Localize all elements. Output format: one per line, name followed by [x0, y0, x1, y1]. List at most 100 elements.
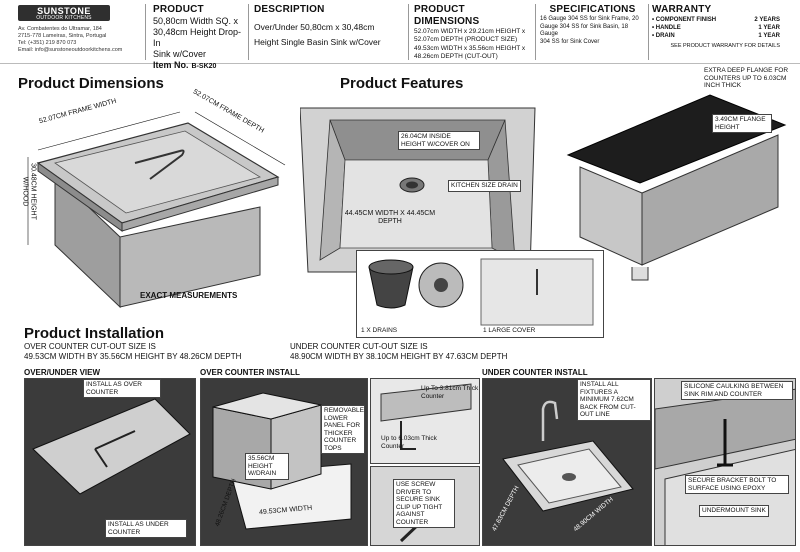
height-drain-callout: 35.56cm HEIGHT W/DRAIN [245, 453, 289, 480]
flange-height-callout: 3.49cm FLANGE HEIGHT [712, 114, 772, 133]
drain-parts-drawing [368, 259, 464, 309]
email-line: Email: info@sunstoneoutdoorkitchens.com [18, 47, 123, 53]
faucet-icon [541, 400, 559, 441]
flange-callout: EXTRA DEEP FLANGE FOR COUNTERS UP TO 6.0… [704, 67, 789, 89]
over-cutout-line: OVER COUNTER CUT-OUT SIZE IS [24, 342, 156, 351]
warranty-item: • HANDLE [652, 25, 681, 31]
cover-handle-icon [134, 149, 185, 180]
header-divider [535, 4, 536, 60]
warranty-term: 2 YEARS [754, 17, 780, 23]
specifications-line: 16 Gauge 304 SS for Sink Frame, 20 [540, 16, 639, 22]
install-over-callout: INSTALL AS OVER COUNTER [83, 379, 161, 398]
sink-side-front [119, 206, 261, 308]
drain-inner-icon [406, 181, 418, 189]
spec-sheet-header: SUNSTONE OUTDOOR KITCHENS Av. Combatente… [0, 0, 800, 70]
basin-size-label: 44.45cm WIDTH X 44.45cm DEPTH [344, 210, 436, 225]
drain-outlet-icon [631, 267, 649, 281]
specifications-line: 304 SS for Sink Cover [540, 38, 600, 45]
box-right [641, 134, 779, 266]
product-block: PRODUCT 50,80cm Width SQ. x 30,48cm Heig… [153, 4, 245, 72]
sink-flange-edge [121, 176, 279, 232]
flange-side-drawing [566, 94, 787, 281]
warranty-item: • COMPONENT FINISH [652, 17, 717, 23]
frame-depth-line [194, 111, 286, 166]
over-cutout-line: 49.53cm WIDTH BY 35.56cm HEIGHT BY 48.26… [24, 352, 242, 361]
description-line: Height Single Basin Sink w/Cover [254, 37, 381, 47]
dimensions-line: 49.53cm WIDTH x 35.56cm HEIGHT x [414, 44, 526, 52]
company-address: Av. Combatentes do Ultramar, 184 2715-77… [18, 26, 133, 54]
product-line: Sink w/Cover [153, 49, 207, 59]
drains-label: 1 X DRAINS [361, 327, 398, 334]
fixtures-callout: INSTALL ALL FIXTURES A MINIMUM 7.62cm BA… [577, 379, 651, 421]
box-left [579, 166, 643, 266]
install-under-callout: INSTALL AS UNDER COUNTER [105, 519, 187, 538]
bracket-bolt-icon [717, 419, 733, 467]
over-cutout-size: OVER COUNTER CUT-OUT SIZE IS 49.53cm WID… [24, 342, 241, 362]
frame-width-line [37, 111, 181, 151]
under-counter-install-title: UNDER COUNTER INSTALL [482, 368, 588, 377]
warranty-row: • DRAIN 1 YEAR [652, 32, 780, 40]
sink-cover [54, 130, 262, 214]
sink-rim [664, 448, 795, 545]
cover-label: 1 LARGE COVER [483, 327, 536, 334]
product-installation-title: Product Installation [24, 325, 165, 342]
dimensions-line: 52.07cm DEPTH (PRODUCT SIZE) [414, 36, 518, 44]
warranty-term: 1 YEAR [758, 25, 780, 31]
height-hood-label: 30.48cm HEIGHT w/HOOD [22, 163, 37, 220]
brand-name: SUNSTONE [37, 6, 91, 16]
over-under-view-title: OVER/UNDER VIEW [24, 368, 101, 377]
product-heading: PRODUCT [153, 4, 204, 15]
under-cutout-line: UNDER COUNTER CUT-OUT SIZE IS [290, 342, 428, 351]
over-counter-install-title: OVER COUNTER INSTALL [200, 368, 300, 377]
over-under-panel: INSTALL AS OVER COUNTER INSTALL AS UNDER… [24, 378, 196, 546]
under-counter-drawing [502, 400, 634, 512]
header-divider [248, 4, 249, 60]
item-number-label: Item No. [153, 60, 189, 70]
inside-height-callout: 26.04cm INSIDE HEIGHT W/COVER ON [398, 131, 480, 150]
item-number: Item No.B-SK20 [153, 60, 245, 72]
address-line: Av. Combatentes do Ultramar, 184 [18, 26, 102, 32]
silicone-callout: SILICONE CAULKING BETWEEN SINK RIM AND C… [681, 381, 793, 400]
basin-floor [339, 159, 493, 249]
dimensions-line: 48.26cm DEPTH (CUT-OUT) [414, 53, 498, 61]
description-line: Over/Under 50,80cm x 30,48cm [254, 22, 375, 32]
warranty-row: • COMPONENT FINISH 2 YEARS [652, 16, 780, 24]
drain-icon [562, 473, 576, 481]
warranty-heading: WARRANTY [652, 4, 712, 15]
screw-detail-panel: USE SCREW DRIVER TO SECURE SINK CLIP UP … [370, 466, 480, 546]
exact-measurements-label: EXACT MEASUREMENTS [140, 291, 238, 300]
cover-handle-icon [94, 430, 136, 468]
product-features-title: Product Features [340, 75, 464, 92]
warranty-block: WARRANTY • COMPONENT FINISH 2 YEARS • HAN… [652, 4, 780, 50]
description-block: DESCRIPTION Over/Under 50,80cm x 30,48cm… [254, 4, 404, 48]
counter-clip-drawing [380, 383, 472, 450]
specifications-block: SPECIFICATIONS 16 Gauge 304 SS for Sink … [540, 4, 645, 46]
counter-381-label: Up To 3.81cm Thick Counter [421, 385, 479, 400]
counter-slab [380, 383, 472, 422]
warranty-item: • DRAIN [652, 33, 675, 39]
counter-drawing [32, 398, 191, 495]
bracket-callout: SECURE BRACKET BOLT TO SURFACE USING EPO… [685, 475, 789, 494]
dimensions-line: 52.07cm WIDTH x 29.21cm HEIGHT x [414, 28, 526, 35]
undermount-callout: UNDERMOUNT SINK [699, 505, 769, 517]
under-cutout-line: 48.90cm WIDTH BY 38.10cm HEIGHT BY 47.63… [290, 352, 508, 361]
product-dimensions-title: Product Dimensions [18, 75, 164, 92]
description-heading: DESCRIPTION [254, 4, 325, 15]
brand-subtitle: OUTDOOR KITCHENS [36, 15, 92, 21]
accessories-inset: 1 X DRAINS 1 LARGE COVER [356, 250, 604, 338]
under-counter-panel: INSTALL ALL FIXTURES A MINIMUM 7.62cm BA… [482, 378, 652, 546]
brand-logo: SUNSTONE OUTDOOR KITCHENS [18, 5, 110, 21]
product-line: 50,80cm Width SQ. x [153, 16, 239, 26]
phone-line: Tel: (+351) 219 870 073 [18, 40, 77, 46]
warranty-note: SEE PRODUCT WARRANTY FOR DETAILS [670, 43, 780, 49]
clip-icon [400, 421, 416, 450]
header-divider [408, 4, 409, 60]
counter-sink-plate [32, 398, 191, 495]
warranty-term: 1 YEAR [758, 33, 780, 39]
address-line: 2715-778 Lameiras, Sintra, Portugal [18, 33, 107, 39]
lower-panel-callout: REMOVABLE LOWER PANEL FOR THICKER COUNTE… [321, 405, 365, 454]
counter-603-label: Up to 6.03cm Thick Counter [381, 435, 437, 450]
under-cutout-size: UNDER COUNTER CUT-OUT SIZE IS 48.90cm WI… [290, 342, 507, 362]
specifications-line: Gauge 304 SS for Sink Basin, 18 Gauge [540, 23, 629, 38]
bracket-drawing [655, 388, 795, 545]
